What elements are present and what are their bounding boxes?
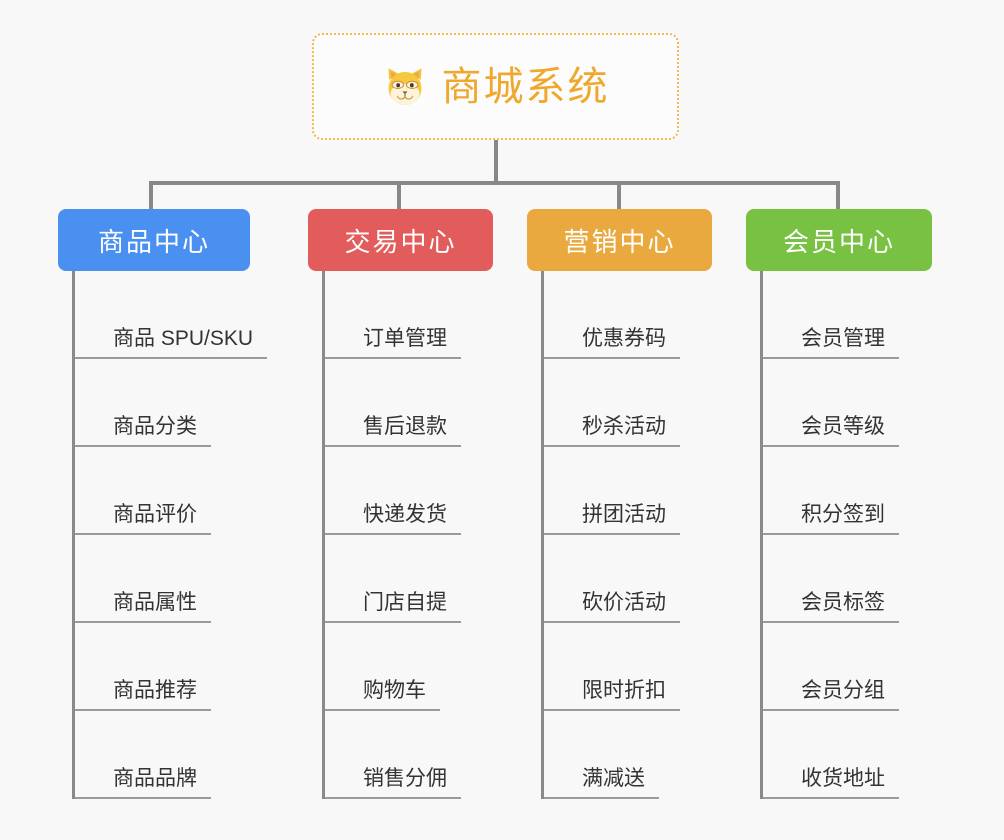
leaf-item-label: 会员标签 (763, 591, 899, 623)
leaf-item-label: 会员管理 (763, 327, 899, 359)
root-title: 商城系统 (441, 64, 610, 109)
leaf-item[interactable]: 会员分组 (763, 623, 899, 711)
leaf-item[interactable]: 商品推荐 (75, 623, 267, 711)
leaf-item[interactable]: 门店自提 (325, 535, 461, 623)
leaf-item-label: 优惠券码 (544, 327, 680, 359)
category-box-trade-center[interactable]: 交易中心 (308, 209, 493, 271)
leaf-item[interactable]: 满减送 (544, 711, 680, 799)
leaf-list-member-center: 会员管理会员等级积分签到会员标签会员分组收货地址 (760, 271, 899, 799)
leaf-item-label: 商品评价 (75, 503, 211, 535)
leaf-item[interactable]: 商品分类 (75, 359, 267, 447)
category-box-marketing-center[interactable]: 营销中心 (527, 209, 712, 271)
category-label: 会员中心 (782, 226, 895, 257)
leaf-item[interactable]: 商品品牌 (75, 711, 267, 799)
leaf-item[interactable]: 商品评价 (75, 447, 267, 535)
leaf-item[interactable]: 收货地址 (763, 711, 899, 799)
root-node[interactable]: 商城系统 (312, 33, 679, 140)
leaf-item[interactable]: 会员等级 (763, 359, 899, 447)
shiba-dog-face-icon (387, 67, 422, 105)
leaf-item-label: 售后退款 (325, 415, 461, 447)
leaf-item[interactable]: 会员管理 (763, 271, 899, 359)
category-box-member-center[interactable]: 会员中心 (746, 209, 932, 271)
leaf-item[interactable]: 限时折扣 (544, 623, 680, 711)
leaf-item-label: 快递发货 (325, 503, 461, 535)
leaf-item[interactable]: 订单管理 (325, 271, 461, 359)
connector-drop-member-center (836, 181, 840, 209)
leaf-item-label: 拼团活动 (544, 503, 680, 535)
leaf-item-label: 门店自提 (325, 591, 461, 623)
leaf-item[interactable]: 积分签到 (763, 447, 899, 535)
leaf-item[interactable]: 购物车 (325, 623, 461, 711)
leaf-item[interactable]: 会员标签 (763, 535, 899, 623)
leaf-item[interactable]: 售后退款 (325, 359, 461, 447)
leaf-item-label: 秒杀活动 (544, 415, 680, 447)
leaf-item[interactable]: 秒杀活动 (544, 359, 680, 447)
connector-drop-marketing-center (617, 181, 621, 209)
connector-drop-product-center (149, 181, 153, 209)
connector-drop-trade-center (397, 181, 401, 209)
leaf-list-marketing-center: 优惠券码秒杀活动拼团活动砍价活动限时折扣满减送 (541, 271, 680, 799)
category-label: 交易中心 (344, 226, 457, 257)
leaf-item[interactable]: 优惠券码 (544, 271, 680, 359)
leaf-item-label: 积分签到 (763, 503, 899, 535)
leaf-item-label: 会员分组 (763, 679, 899, 711)
leaf-item-label: 商品品牌 (75, 767, 211, 799)
leaf-item-label: 订单管理 (325, 327, 461, 359)
connector-root-stem (494, 140, 498, 184)
category-label: 营销中心 (563, 226, 676, 257)
category-label: 商品中心 (97, 226, 210, 257)
leaf-item[interactable]: 砍价活动 (544, 535, 680, 623)
connector-horizontal-bar (149, 181, 840, 185)
leaf-list-trade-center: 订单管理售后退款快递发货门店自提购物车销售分佣 (322, 271, 461, 799)
leaf-item[interactable]: 商品 SPU/SKU (75, 271, 268, 359)
leaf-item-label: 商品属性 (75, 591, 211, 623)
leaf-item[interactable]: 销售分佣 (325, 711, 461, 799)
leaf-item[interactable]: 快递发货 (325, 447, 461, 535)
leaf-item-label: 商品分类 (75, 415, 211, 447)
leaf-item-label: 砍价活动 (544, 591, 680, 623)
leaf-item-label: 收货地址 (763, 767, 899, 799)
leaf-item[interactable]: 商品属性 (75, 535, 267, 623)
leaf-item-label: 商品推荐 (75, 679, 211, 711)
leaf-item[interactable]: 拼团活动 (544, 447, 680, 535)
leaf-list-product-center: 商品 SPU/SKU 商品分类商品评价商品属性商品推荐商品品牌 (72, 271, 268, 799)
leaf-item-label: 限时折扣 (544, 679, 680, 711)
leaf-item-label: 购物车 (325, 679, 440, 711)
leaf-item-label: 商品 SPU/SKU (75, 327, 268, 359)
leaf-item-label: 销售分佣 (325, 767, 461, 799)
leaf-item-label: 会员等级 (763, 415, 899, 447)
category-box-product-center[interactable]: 商品中心 (58, 209, 250, 271)
leaf-item-label: 满减送 (544, 767, 659, 799)
